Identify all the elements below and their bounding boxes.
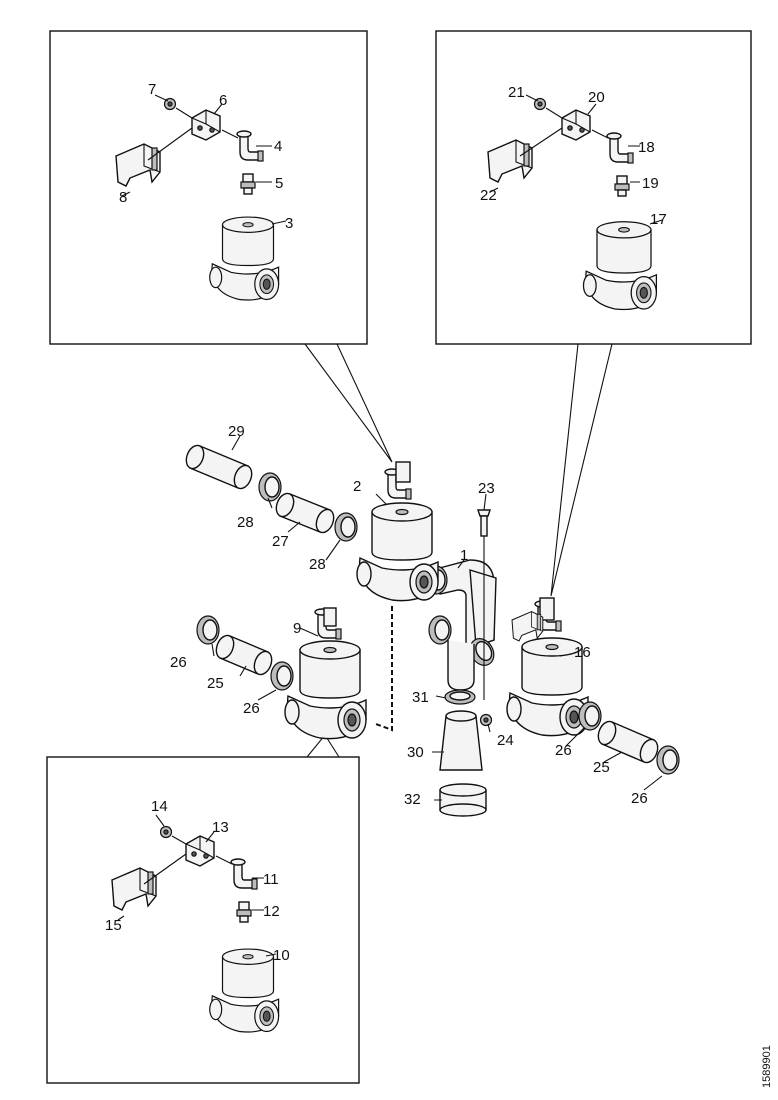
label-1: 1 xyxy=(460,547,468,564)
label-26-right-upper: 26 xyxy=(555,742,572,759)
label-6: 6 xyxy=(219,92,227,109)
label-27: 27 xyxy=(272,533,289,550)
leader-lines xyxy=(211,435,663,801)
label-12: 12 xyxy=(263,903,280,920)
label-2: 2 xyxy=(353,478,361,495)
part-labels: 7 6 4 5 8 3 21 20 18 19 22 17 29 2 23 28… xyxy=(105,81,773,1088)
label-25-right: 25 xyxy=(593,759,610,776)
label-29: 29 xyxy=(228,423,245,440)
label-9: 9 xyxy=(293,620,301,637)
label-15: 15 xyxy=(105,917,122,934)
label-5: 5 xyxy=(275,175,283,192)
detail-box-bottom-left xyxy=(46,756,360,1084)
label-20: 20 xyxy=(588,89,605,106)
label-28-upper: 28 xyxy=(237,514,254,531)
label-14: 14 xyxy=(151,798,168,815)
label-21: 21 xyxy=(508,84,525,101)
detail-box-top-right xyxy=(435,30,752,345)
label-31: 31 xyxy=(412,689,429,706)
label-26-left-lower: 26 xyxy=(243,700,260,717)
label-22: 22 xyxy=(480,187,497,204)
label-23: 23 xyxy=(478,480,495,497)
hoses-and-clamps xyxy=(185,444,680,817)
label-13: 13 xyxy=(212,819,229,836)
label-18: 18 xyxy=(638,139,655,156)
detail-callout-leaders xyxy=(304,343,613,758)
label-25-left: 25 xyxy=(207,675,224,692)
label-32: 32 xyxy=(404,791,421,808)
label-7: 7 xyxy=(148,81,156,98)
label-26-left-upper: 26 xyxy=(170,654,187,671)
label-10: 10 xyxy=(273,947,290,964)
label-17: 17 xyxy=(650,211,667,228)
main-assembly xyxy=(284,461,589,740)
label-26-right-lower: 26 xyxy=(631,790,648,807)
label-16: 16 xyxy=(574,644,591,661)
label-30: 30 xyxy=(407,744,424,761)
detail-bottom-left-parts xyxy=(111,814,280,1033)
label-4: 4 xyxy=(274,138,282,155)
label-11: 11 xyxy=(263,871,279,888)
label-8: 8 xyxy=(119,189,127,206)
detail-box-top-left xyxy=(49,30,368,345)
detail-top-right-parts xyxy=(487,94,663,311)
document-number: 1589901 xyxy=(761,1045,773,1088)
label-24: 24 xyxy=(497,732,514,749)
label-3: 3 xyxy=(285,215,293,232)
label-28-lower: 28 xyxy=(309,556,326,573)
label-19: 19 xyxy=(642,175,659,192)
detail-top-left-parts xyxy=(115,94,287,301)
